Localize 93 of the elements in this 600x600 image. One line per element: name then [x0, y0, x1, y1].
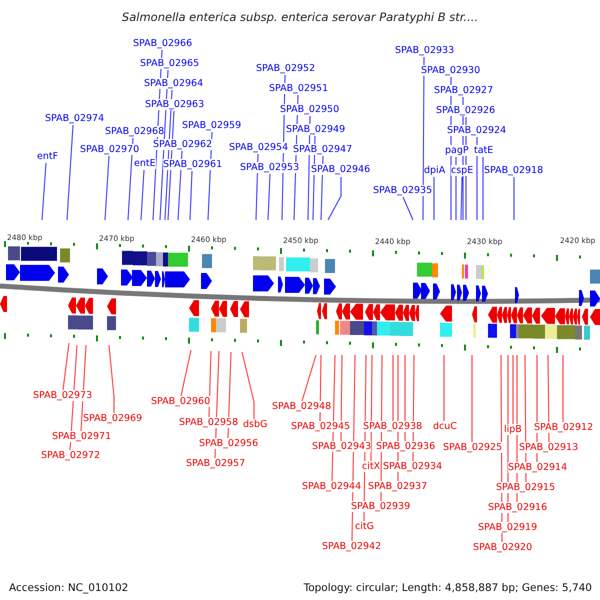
gene-label: SPAB_02946 [311, 164, 370, 175]
gene-label: SPAB_02920 [473, 542, 532, 553]
gene-label: SPAB_02935 [373, 185, 432, 196]
gene-label: SPAB_02918 [484, 165, 544, 176]
gene-label: SPAB_02944 [302, 481, 362, 492]
gene-label: SPAB_02972 [41, 450, 100, 461]
gene-label: SPAB_02939 [351, 501, 410, 512]
genome-summary-text: Topology: circular; Length: 4,858,887 bp; Genes: 5,740 [304, 582, 592, 594]
leader-line [104, 156, 110, 220]
leader-line [108, 344, 114, 414]
gene-label: SPAB_02968 [105, 126, 164, 137]
gene-label: SPAB_02934 [383, 461, 442, 472]
gene-label: SPAB_02959 [182, 120, 242, 131]
leader-line [62, 342, 70, 390]
leader-line [128, 138, 134, 220]
gene-label: SPAB_02958 [179, 417, 238, 428]
leader-line [482, 156, 484, 220]
gene-label: SPAB_02927 [434, 85, 494, 96]
gene-label: SPAB_02938 [363, 421, 422, 432]
accession-text: Accession: NC_010102 [9, 582, 128, 594]
gene-label: SPAB_02960 [151, 396, 210, 407]
gene-label: SPAB_02925 [443, 442, 502, 453]
leader-line [42, 162, 46, 220]
gene-label: pagP [445, 145, 469, 156]
gene-label: citX [362, 461, 380, 472]
leader-line [80, 344, 86, 432]
gene-label: SPAB_02965 [140, 58, 200, 69]
gene-label: SPAB_02951 [269, 83, 328, 94]
leader-line [178, 150, 182, 220]
gene-label: SPAB_02936 [376, 441, 436, 452]
gene-label: cspE [451, 165, 474, 176]
gene-label: SPAB_02954 [229, 142, 288, 153]
gene-label: lipB [504, 424, 522, 435]
leader-line [268, 174, 270, 220]
leader-line [562, 354, 564, 422]
leader-line [140, 170, 144, 220]
leader-line [512, 354, 514, 424]
leader-line [190, 170, 192, 220]
gene-label: SPAB_02942 [322, 541, 382, 552]
gene-label: SPAB_02973 [33, 390, 92, 401]
gene-label: SPAB_02974 [45, 113, 104, 124]
gene-label: SPAB_02937 [368, 481, 428, 492]
leader-line [66, 124, 74, 220]
gene-label: SPAB_02914 [508, 462, 568, 473]
gene-label: SPAB_02919 [478, 522, 538, 533]
gene-label: SPAB_02963 [145, 99, 204, 110]
gene-label: SPAB_02933 [395, 45, 454, 56]
leader-line [328, 176, 342, 220]
gene-label: SPAB_02948 [272, 401, 332, 412]
gene-label: entF [37, 151, 58, 162]
gene-label: entE [134, 158, 156, 169]
gene-label: citG [355, 521, 374, 532]
gene-label: SPAB_02962 [153, 139, 212, 150]
leader-line [302, 354, 316, 402]
gene-label: SPAB_02926 [436, 105, 496, 116]
leader-line [340, 354, 342, 442]
leader-line [422, 56, 424, 220]
leader-line [370, 354, 372, 462]
leader-line [242, 352, 254, 420]
gene-label: SPAB_02970 [80, 144, 140, 155]
gene-label: SPAB_02966 [133, 38, 192, 49]
gene-label: SPAB_02947 [293, 144, 352, 155]
gene-label: SPAB_02930 [421, 65, 480, 76]
gene-label: dpiA [424, 165, 446, 176]
gene-label: SPAB_02915 [496, 482, 556, 493]
leader-line [392, 354, 394, 422]
gene-label: SPAB_02950 [280, 104, 340, 115]
gene-label: SPAB_02943 [312, 441, 372, 452]
gene-label: dcuC [433, 421, 457, 432]
leader-line [402, 196, 414, 220]
gene-label: SPAB_02949 [286, 124, 346, 135]
gene-label: SPAB_02961 [163, 159, 222, 170]
leader-line [460, 176, 462, 220]
gene-label: SPAB_02952 [256, 63, 316, 74]
gene-label: SPAB_02964 [144, 78, 204, 89]
gene-label: SPAB_02916 [488, 502, 548, 513]
leader-line [476, 136, 478, 220]
gene-label: SPAB_02971 [52, 431, 112, 442]
leader-line [548, 354, 550, 442]
gene-label: SPAB_02913 [519, 442, 578, 453]
gene-label: SPAB_02924 [447, 125, 506, 136]
leader-line [228, 352, 232, 438]
leader-line [404, 354, 406, 442]
gene-label: SPAB_02957 [186, 458, 246, 469]
gene-label: dsbG [243, 419, 268, 430]
gene-label: tatE [474, 145, 494, 156]
gene-label: SPAB_02912 [534, 422, 594, 433]
gene-label: SPAB_02945 [291, 421, 350, 432]
map-title: Salmonella enterica subsp. enterica serovar Paratyphi B str.... [120, 11, 480, 23]
leader-line [180, 350, 192, 396]
gene-label: SPAB_02956 [199, 438, 258, 449]
gene-label: SPAB_02953 [240, 162, 300, 173]
gene-label: SPAB_02969 [83, 413, 142, 424]
